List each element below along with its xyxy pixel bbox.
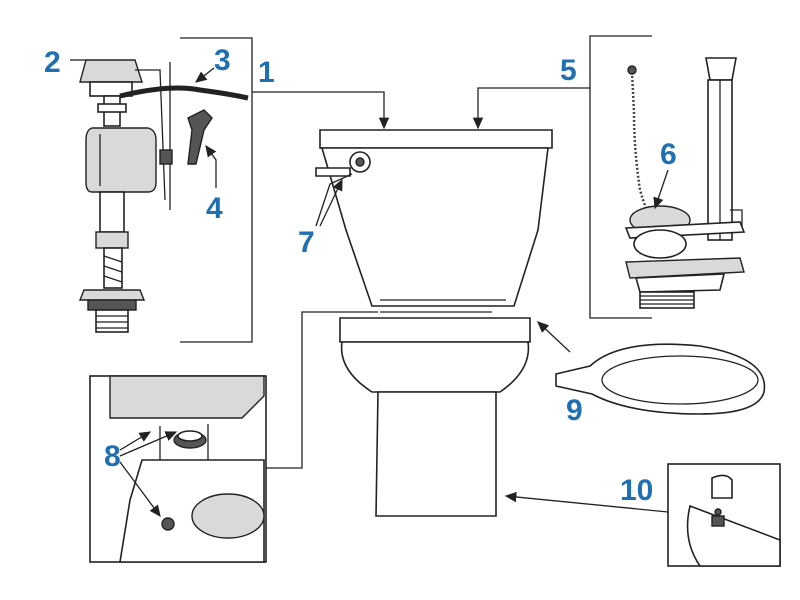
callout-4: 4 bbox=[206, 192, 223, 225]
flush-valve-icon bbox=[625, 57, 745, 309]
callout-8: 8 bbox=[104, 440, 121, 473]
toilet-tank-icon bbox=[319, 129, 553, 307]
refill-clip-icon bbox=[187, 109, 213, 165]
toilet-seat-icon bbox=[555, 343, 766, 415]
callout-9: 9 bbox=[566, 394, 583, 427]
flush-valve-bracket bbox=[589, 35, 652, 319]
callout-6: 6 bbox=[660, 138, 677, 171]
callout-5: 5 bbox=[560, 54, 577, 87]
bolt-caps-inset bbox=[667, 463, 781, 567]
fill-valve-bracket bbox=[180, 37, 253, 343]
callout-7: 7 bbox=[298, 226, 315, 259]
callout-10: 10 bbox=[620, 474, 653, 507]
callout-3: 3 bbox=[214, 44, 231, 77]
toilet-bowl-icon bbox=[339, 311, 531, 517]
refill-tube-icon bbox=[119, 85, 249, 101]
callout-1: 1 bbox=[258, 56, 275, 89]
fill-valve-icon bbox=[78, 59, 173, 333]
callout-2: 2 bbox=[44, 46, 61, 79]
trip-lever-icon bbox=[315, 151, 371, 227]
flapper-icon bbox=[624, 65, 746, 259]
tank-bolts-inset bbox=[89, 375, 267, 563]
